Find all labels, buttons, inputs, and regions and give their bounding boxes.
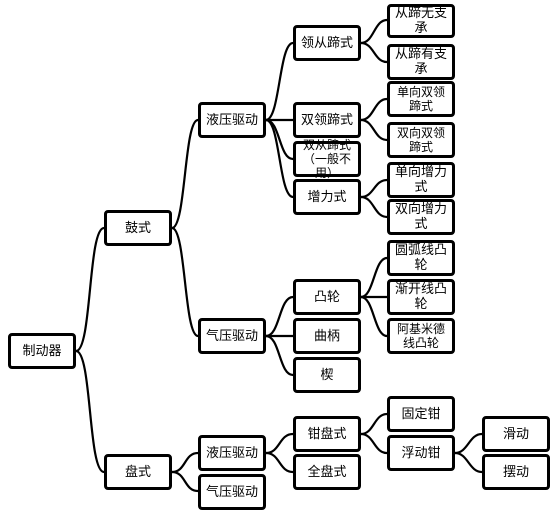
connector-floating-sliding [454, 432, 483, 455]
connector-root-disc [75, 349, 105, 474]
node-double-trailing-shoe: 双从蹄式 （一般不用） [293, 138, 361, 180]
connector-drum-pneumatic [171, 226, 199, 338]
node-brake: 制动器 [8, 333, 76, 369]
connector-hydraulic-full [265, 451, 294, 474]
connector-lt-supported [360, 41, 388, 64]
connector-hydraulic-leading-trailing [265, 41, 294, 122]
node-cam: 凸轮 [293, 279, 361, 315]
node-drum-hydraulic-drive: 液压驱动 [198, 102, 266, 138]
node-trailing-without-support: 从蹄无支承 [387, 4, 455, 38]
node-two-way-servo: 双向增力式 [387, 199, 455, 235]
node-sliding: 滑动 [482, 416, 550, 452]
node-fixed-caliper: 固定钳 [387, 396, 455, 432]
node-crank: 曲柄 [293, 318, 361, 354]
node-one-way-double-leading: 单向双领蹄式 [387, 81, 455, 117]
node-leading-trailing-shoe: 领从蹄式 [293, 25, 361, 61]
node-full-disc: 全盘式 [293, 454, 361, 490]
connector-cam-arc [360, 256, 388, 299]
node-servo-type: 增力式 [293, 179, 361, 215]
connector-servo-two-way [360, 195, 388, 219]
node-two-way-double-leading: 双向双领蹄式 [387, 122, 455, 158]
connector-caliper-floating [360, 432, 388, 455]
node-wedge: 楔 [293, 357, 361, 393]
node-drum-brake: 鼓式 [104, 210, 172, 246]
connector-pneumatic-wedge [265, 334, 294, 377]
connector-drum-hydraulic [171, 118, 199, 230]
connector-disc-pneumatic [171, 470, 199, 493]
node-one-way-servo: 单向增力式 [387, 162, 455, 198]
node-swinging: 摆动 [482, 454, 550, 490]
connector-root-drum [75, 226, 105, 353]
node-trailing-with-support: 从蹄有支承 [387, 44, 455, 80]
connector-servo-one-way [360, 178, 388, 199]
connector-cam-archimedes [360, 295, 388, 338]
connector-disc-hydraulic [171, 451, 199, 474]
connector-dl-one-way [360, 97, 388, 122]
connector-caliper-fixed [360, 412, 388, 436]
node-disc-pneumatic-drive: 气压驱动 [198, 474, 266, 510]
double-trailing-label: 双从蹄式 [302, 138, 351, 152]
double-trailing-note: （一般不用） [302, 152, 351, 180]
connector-lt-fixed [360, 18, 388, 45]
node-disc-brake: 盘式 [104, 454, 172, 490]
connector-pneumatic-cam [265, 295, 294, 338]
node-involute-cam: 渐开线凸轮 [387, 279, 455, 315]
node-drum-pneumatic-drive: 气压驱动 [198, 318, 266, 354]
node-double-leading-shoe: 双领蹄式 [293, 102, 361, 138]
connector-floating-swinging [454, 451, 483, 474]
node-arc-cam: 圆弧线凸轮 [387, 240, 455, 276]
node-disc-hydraulic-drive: 液压驱动 [198, 435, 266, 471]
connector-dl-two-way [360, 118, 388, 142]
node-floating-caliper: 浮动钳 [387, 435, 455, 471]
connector-hydraulic-caliper [265, 432, 294, 455]
connector-hydraulic-servo [265, 118, 294, 199]
node-archimedes-cam: 阿基米德线凸轮 [387, 318, 455, 354]
node-caliper-disc: 钳盘式 [293, 416, 361, 452]
